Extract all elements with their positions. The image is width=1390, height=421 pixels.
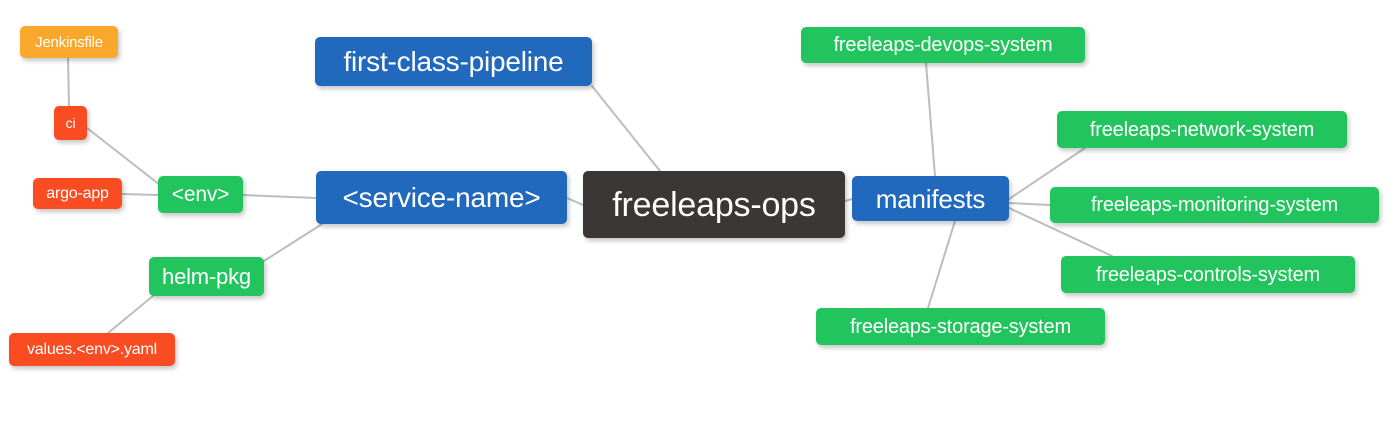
edge-manifests-to-monitoring-system xyxy=(1008,202,1051,206)
mindmap-node-manifests[interactable]: manifests xyxy=(852,176,1009,221)
mindmap-node-devops-system[interactable]: freeleaps-devops-system xyxy=(801,27,1085,63)
edge-manifests-to-devops-system xyxy=(925,62,936,177)
mindmap-node-first-class-pipeline[interactable]: first-class-pipeline xyxy=(315,37,592,86)
mindmap-node-monitoring-system[interactable]: freeleaps-monitoring-system xyxy=(1050,187,1379,223)
edge-manifests-to-controls-system xyxy=(1008,207,1113,257)
edge-root-to-service-name xyxy=(566,197,584,206)
mindmap-node-root[interactable]: freeleaps-ops xyxy=(583,171,845,238)
edge-env-to-ci xyxy=(86,127,161,186)
mindmap-node-ci[interactable]: ci xyxy=(54,106,87,140)
mindmap-node-env[interactable]: <env> xyxy=(158,176,243,213)
edge-service-name-to-env xyxy=(242,194,317,199)
edge-service-name-to-helm-pkg xyxy=(263,223,323,262)
mindmap-node-argo-app[interactable]: argo-app xyxy=(33,178,122,209)
edge-env-to-argo-app xyxy=(121,193,159,196)
mindmap-node-controls-system[interactable]: freeleaps-controls-system xyxy=(1061,256,1355,293)
mindmap-node-storage-system[interactable]: freeleaps-storage-system xyxy=(816,308,1105,345)
mindmap-node-helm-pkg[interactable]: helm-pkg xyxy=(149,257,264,296)
mindmap-node-values-yaml[interactable]: values.<env>.yaml xyxy=(9,333,175,366)
edge-root-to-first-class-pipeline xyxy=(591,85,661,172)
mindmap-node-jenkinsfile[interactable]: Jenkinsfile xyxy=(20,26,118,58)
edge-ci-to-jenkinsfile xyxy=(67,57,70,107)
edge-helm-pkg-to-values-yaml xyxy=(107,295,154,334)
edge-manifests-to-storage-system xyxy=(927,220,956,309)
mindmap-node-service-name[interactable]: <service-name> xyxy=(316,171,567,224)
edge-manifests-to-network-system xyxy=(1008,147,1086,200)
edge-root-to-manifests xyxy=(844,198,853,202)
mindmap-node-network-system[interactable]: freeleaps-network-system xyxy=(1057,111,1347,148)
